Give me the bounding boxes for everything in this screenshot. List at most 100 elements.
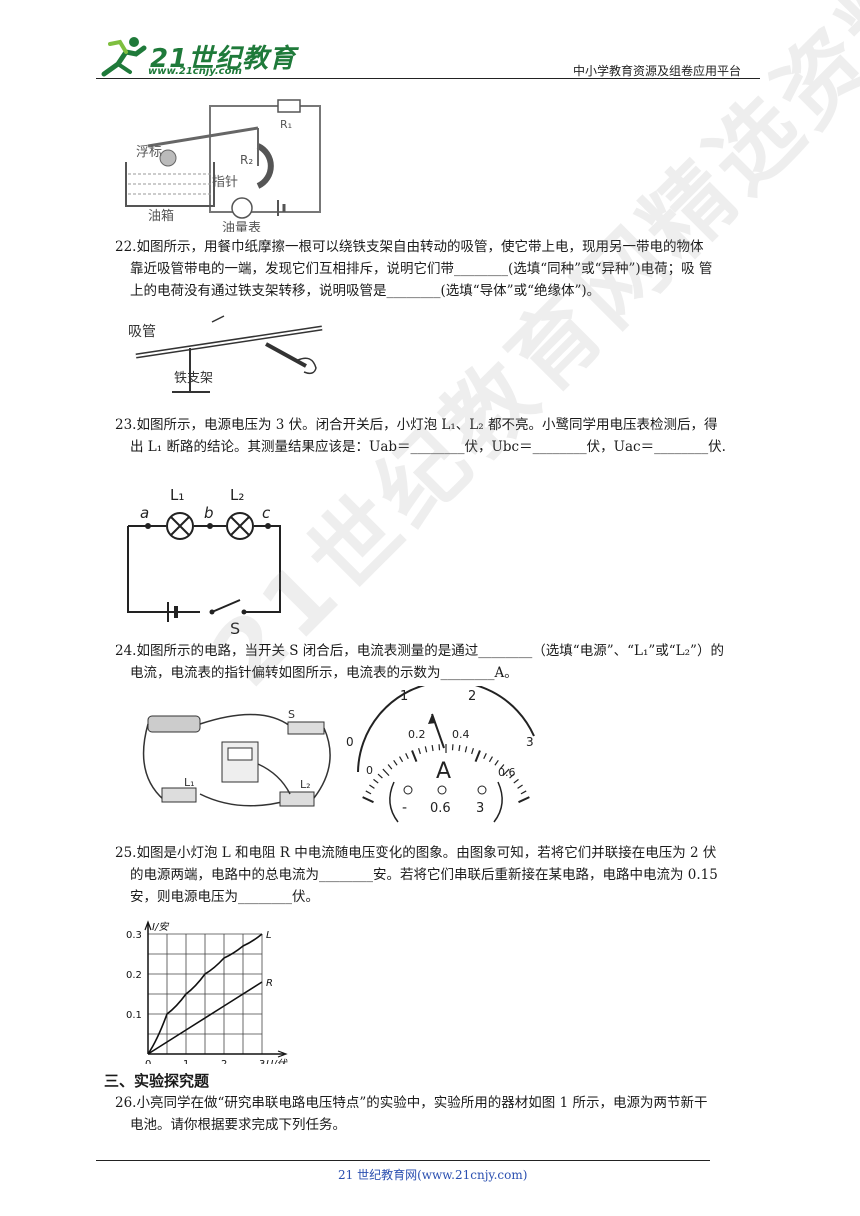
dial-tick bbox=[399, 756, 404, 763]
chart-axes bbox=[144, 920, 288, 1058]
q23-line1: 23.如图所示，电源电压为 3 伏。闭合开关后，小灯泡 L₁、L₂ 都不亮。小鹭… bbox=[115, 417, 718, 433]
header-divider bbox=[96, 78, 760, 79]
outer-tick-2: 2 bbox=[468, 689, 476, 704]
dial-tick bbox=[520, 790, 527, 795]
dial-tick bbox=[382, 768, 390, 777]
q22-line2: 靠近吸管带电的一端，发现它们互相排斥，说明它们带________(选填“同种”或… bbox=[130, 261, 713, 277]
q22-line1: 22.如图所示，用餐巾纸摩擦一根可以绕铁支架自由转动的吸管，使它带上电，现用另一… bbox=[115, 239, 704, 255]
footer-divider bbox=[96, 1160, 710, 1161]
inner-tick-0-4: 0.4 bbox=[452, 728, 470, 741]
label-s: S bbox=[288, 708, 295, 721]
dial-tick bbox=[483, 753, 487, 759]
question-23: 23.如图所示，电源电压为 3 伏。闭合开关后，小灯泡 L₁、L₂ 都不亮。小鹭… bbox=[115, 414, 767, 458]
series-line-L bbox=[147, 933, 263, 1055]
dial-tick bbox=[513, 778, 519, 784]
q25-line3: 安，则电源电压为________伏。 bbox=[130, 889, 319, 905]
terminal-3: 3 bbox=[476, 801, 484, 816]
inner-tick-0: 0 bbox=[366, 764, 373, 777]
meter-unit: A bbox=[436, 759, 451, 784]
terminal-0-6: 0.6 bbox=[430, 801, 451, 816]
label-switch: S bbox=[230, 619, 240, 638]
dial-tick bbox=[499, 764, 505, 770]
q26-line1: 26.小亮同学在做“研究串联电路电压特点”的实验中，实验所用的器材如图 1 所示… bbox=[115, 1095, 708, 1111]
header-platform-title: 中小学教育资源及组卷应用平台 bbox=[573, 64, 742, 78]
dial-tick bbox=[471, 747, 474, 755]
y-tick-label: 0.3 bbox=[126, 930, 142, 941]
dial-tick bbox=[393, 759, 398, 766]
dial-tick bbox=[458, 744, 461, 752]
q22-line3: 上的电荷没有通过铁支架转移，说明吸管是________(选填“导体”或“绝缘体”… bbox=[130, 283, 601, 299]
section-title: 三、实验探究题 bbox=[104, 1072, 210, 1090]
outer-tick-3: 3 bbox=[526, 735, 534, 749]
label-l1: L₁ bbox=[170, 486, 184, 504]
dial-tick bbox=[518, 796, 530, 804]
x-axis-label: U/伏 bbox=[266, 1058, 288, 1064]
label-straw: 吸管 bbox=[128, 324, 156, 340]
label-pointer: 指针 bbox=[212, 175, 238, 190]
terminal-negative: - bbox=[402, 800, 407, 816]
dial-tick bbox=[431, 744, 434, 752]
q24-line1: 24.如图所示的电路，当开关 S 闭合后，电流表测量的是通过________（选… bbox=[115, 643, 724, 659]
label-meter: 油量表 bbox=[222, 221, 261, 232]
dial-tick bbox=[369, 784, 375, 789]
dial-tick bbox=[387, 764, 393, 770]
question-24: 24.如图所示的电路，当开关 S 闭合后，电流表测量的是通过________（选… bbox=[115, 640, 767, 684]
label-a: a bbox=[140, 504, 149, 522]
dial-tick bbox=[464, 746, 468, 753]
y-axis-label: I/安 bbox=[152, 921, 169, 933]
x-tick-label: 2 bbox=[221, 1059, 227, 1064]
dial-tick-group bbox=[362, 744, 530, 804]
y-axis-arrow bbox=[144, 920, 152, 931]
question-26: 26.小亮同学在做“研究串联电路电压特点”的实验中，实验所用的器材如图 1 所示… bbox=[115, 1092, 767, 1136]
outer-tick-1: 1 bbox=[400, 689, 408, 704]
series-label-R: R bbox=[266, 978, 273, 989]
x-tick-label: 3 bbox=[259, 1059, 265, 1064]
series-line-R bbox=[147, 981, 263, 1055]
logo-runner-icon bbox=[101, 37, 147, 77]
y-tick-label: 0.2 bbox=[126, 970, 142, 981]
inner-tick-0-2: 0.2 bbox=[408, 728, 426, 741]
label-r2: R₂ bbox=[240, 153, 253, 167]
chart-grid bbox=[147, 933, 263, 1055]
footer-link[interactable]: 21 世纪教育网(www.21cnjy.com) bbox=[338, 1168, 528, 1182]
dial-tick bbox=[377, 773, 383, 779]
q24-line2: 电流，电流表的指针偏转如图所示，电流表的示数为________A。 bbox=[130, 665, 518, 681]
dial-tick bbox=[488, 756, 493, 763]
q26-line2: 电池。请你根据要求完成下列任务。 bbox=[130, 1117, 346, 1133]
dial-tick bbox=[509, 773, 515, 779]
outer-tick-0: 0 bbox=[346, 735, 354, 749]
figure-straw: 吸管 铁支架 bbox=[128, 315, 323, 393]
figure-series-lamps: a b c L₁ L₂ S bbox=[127, 486, 281, 638]
dial-tick bbox=[517, 784, 523, 789]
figure-ammeter-circuit: S L₁ L₂ bbox=[142, 708, 331, 807]
dial-tick bbox=[373, 778, 379, 784]
label-l2: L₂ bbox=[300, 778, 311, 791]
label-stand: 铁支架 bbox=[174, 371, 213, 386]
logo-url: www.21cnjy.com bbox=[148, 66, 242, 77]
q25-line1: 25.如图是小灯泡 L 和电阻 R 中电流随电压变化的图象。由图象可知，若将它们… bbox=[115, 845, 717, 861]
dial-tick bbox=[418, 747, 421, 755]
q23-line2: 出 L₁ 断路的结论。其测量结果应该是：Uab＝________伏，Ubc＝__… bbox=[130, 439, 726, 455]
ammeter-dial: 0 1 2 3 0 0.2 0.4 0.6 A - 0.6 3 bbox=[346, 686, 535, 823]
chart-series-group: LR bbox=[147, 930, 273, 1055]
x-tick-label: 0 bbox=[145, 1059, 151, 1064]
question-25: 25.如图是小灯泡 L 和电阻 R 中电流随电压变化的图象。由图象可知，若将它们… bbox=[115, 842, 767, 908]
dial-tick bbox=[411, 750, 418, 763]
label-tank: 油箱 bbox=[148, 208, 174, 224]
dial-tick bbox=[365, 790, 372, 795]
label-r1: R₁ bbox=[280, 118, 292, 131]
label-l1: L₁ bbox=[184, 776, 195, 789]
dial-tick bbox=[474, 750, 481, 763]
inner-tick-0-6: 0.6 bbox=[498, 766, 516, 779]
logo-text: 21世纪教育 bbox=[150, 44, 297, 74]
dial-tick bbox=[424, 746, 428, 753]
dial-tick bbox=[502, 768, 510, 777]
figure-oil-gauge: R₁ R₂ 浮标 指针 油箱 油量表 bbox=[125, 99, 321, 232]
question-22: 22.如图所示，用餐巾纸摩擦一根可以绕铁支架自由转动的吸管，使它带上电，现用另一… bbox=[115, 236, 767, 302]
series-label-L: L bbox=[266, 930, 272, 941]
dial-tick bbox=[405, 753, 409, 759]
label-buoy: 浮标 bbox=[136, 145, 162, 160]
dial-tick bbox=[362, 796, 374, 804]
label-b: b bbox=[204, 504, 214, 522]
x-axis-arrow bbox=[277, 1050, 288, 1058]
